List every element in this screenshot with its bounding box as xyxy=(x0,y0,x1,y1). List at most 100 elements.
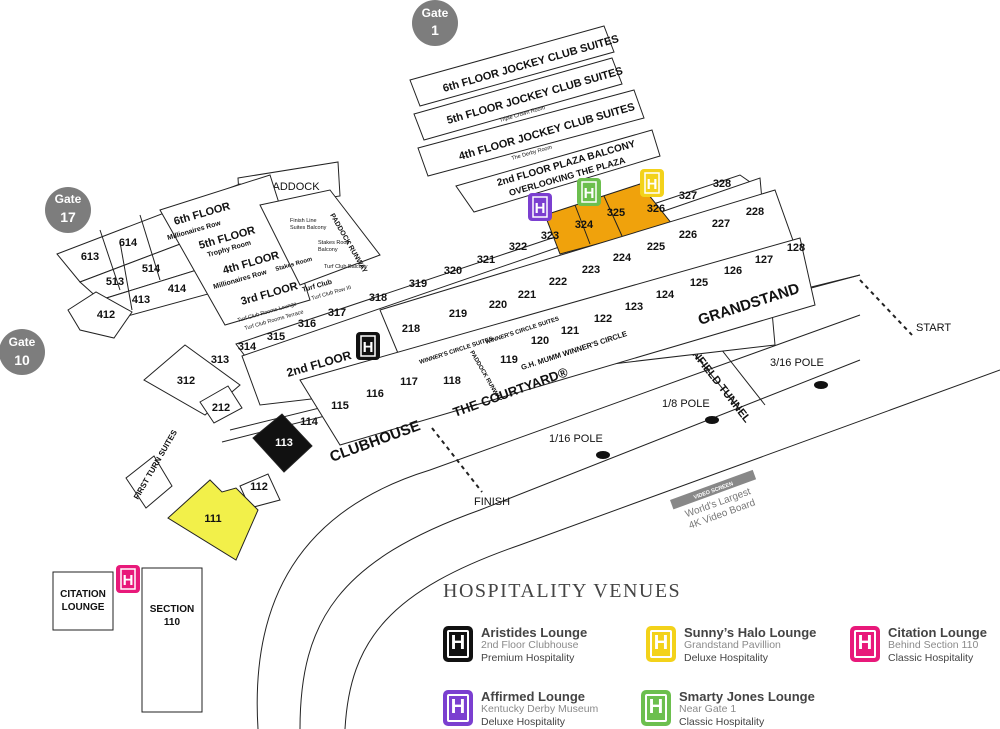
jockey-6th-band xyxy=(409,25,615,107)
section-220: 220 xyxy=(489,299,507,311)
section-328: 328 xyxy=(713,178,731,190)
section-113: 113 xyxy=(275,437,293,449)
section-121: 121 xyxy=(561,325,579,337)
section-513: 513 xyxy=(106,276,124,288)
section-125: 125 xyxy=(690,277,708,289)
section-111-highlight xyxy=(167,479,259,561)
track-infield-edge xyxy=(344,369,1000,729)
jockey-5th-band xyxy=(413,57,623,141)
section-112: 112 xyxy=(250,481,268,493)
finish-line xyxy=(431,427,483,493)
section-323: 323 xyxy=(541,230,559,242)
section-124: 124 xyxy=(656,289,675,301)
section-412: 412 xyxy=(97,309,115,321)
section-614: 614 xyxy=(119,237,138,249)
gate-1: Gate 1 xyxy=(412,0,458,46)
track-outer-rail xyxy=(256,314,861,729)
citation-label-1: CITATION xyxy=(60,589,106,600)
section-514: 514 xyxy=(142,263,161,275)
section-218: 218 xyxy=(402,323,420,335)
svg-text:H: H xyxy=(123,572,134,589)
section-315: 315 xyxy=(267,331,285,343)
section-327: 327 xyxy=(679,190,697,202)
section-127: 127 xyxy=(755,254,773,266)
gate-17: Gate 17 xyxy=(45,187,91,233)
svg-text:Gate: Gate xyxy=(55,192,82,206)
map-marker-aristides[interactable]: H xyxy=(356,332,380,360)
svg-text:17: 17 xyxy=(60,209,76,225)
section-227: 227 xyxy=(712,218,730,230)
section-325: 325 xyxy=(607,207,625,219)
section-219: 219 xyxy=(449,308,467,320)
section-115: 115 xyxy=(331,400,349,412)
start-label: START xyxy=(916,322,951,334)
track-inner-rail xyxy=(299,359,861,729)
section-313: 313 xyxy=(211,354,229,366)
suites-balcony-label: Suites Balcony xyxy=(290,225,327,231)
pole-316-marker xyxy=(814,381,828,389)
pole-116-marker xyxy=(596,451,610,459)
section-222: 222 xyxy=(549,276,567,288)
svg-text:1: 1 xyxy=(431,22,439,38)
jockey-4th-band xyxy=(417,89,645,177)
section-114: 114 xyxy=(300,416,319,428)
section-118: 118 xyxy=(443,375,461,387)
stakes-room2-label: Stakes Room xyxy=(318,240,351,246)
svg-text:H: H xyxy=(584,185,595,202)
pole-116-label: 1/16 POLE xyxy=(549,433,603,445)
section-110-label-1: SECTION xyxy=(150,604,194,615)
plaza-balcony-band xyxy=(455,129,661,213)
turf-club-balcony-label: Turf Club Balcony xyxy=(324,264,368,270)
map-marker-sunnys-halo[interactable]: H xyxy=(640,169,664,197)
section-318: 318 xyxy=(369,292,387,304)
video-board: VIDEO SCREEN World's Largest 4K Video Bo… xyxy=(670,469,757,532)
finish-line-label: Finish Line xyxy=(290,218,317,224)
section-128: 128 xyxy=(787,242,805,254)
gate-10: Gate 10 xyxy=(0,329,45,375)
start-line xyxy=(859,279,913,336)
section-221: 221 xyxy=(518,289,536,301)
svg-text:H: H xyxy=(535,200,546,217)
section-226: 226 xyxy=(679,229,697,241)
section-312: 312 xyxy=(177,375,195,387)
section-113-highlight xyxy=(252,413,313,473)
section-225: 225 xyxy=(647,241,665,253)
balcony-label: Balcony xyxy=(318,247,338,253)
finish-label: FINISH xyxy=(474,496,510,508)
svg-text:H: H xyxy=(647,176,658,193)
section-413: 413 xyxy=(132,294,150,306)
section-117: 117 xyxy=(400,376,418,388)
section-414: 414 xyxy=(168,283,187,295)
section-224: 224 xyxy=(613,252,632,264)
citation-label-2: LOUNGE xyxy=(62,602,105,613)
svg-text:H: H xyxy=(363,339,374,356)
section-320: 320 xyxy=(444,265,462,277)
section-319: 319 xyxy=(409,278,427,290)
svg-text:Gate: Gate xyxy=(9,335,36,349)
section-321: 321 xyxy=(477,254,495,266)
section-316: 316 xyxy=(298,318,316,330)
infield-tunnel-label: INFIELD TUNNEL xyxy=(688,346,753,425)
pole-316-label: 3/16 POLE xyxy=(770,357,824,369)
section-120: 120 xyxy=(531,335,549,347)
svg-text:Gate: Gate xyxy=(422,6,449,20)
section-126: 126 xyxy=(724,265,742,277)
section-322: 322 xyxy=(509,241,527,253)
section-324: 324 xyxy=(575,219,594,231)
section-314: 314 xyxy=(238,341,257,353)
section-123: 123 xyxy=(625,301,643,313)
section-110-box xyxy=(141,567,203,713)
map-marker-citation[interactable]: H xyxy=(116,565,140,593)
map-marker-affirmed[interactable]: H xyxy=(528,193,552,221)
pole-18-label: 1/8 POLE xyxy=(662,398,710,410)
map-marker-smarty-jones[interactable]: H xyxy=(577,178,601,206)
svg-text:10: 10 xyxy=(14,352,30,368)
section-119: 119 xyxy=(500,354,518,366)
section-228: 228 xyxy=(746,206,764,218)
section-122: 122 xyxy=(594,313,612,325)
section-613: 613 xyxy=(81,251,99,263)
section-223: 223 xyxy=(582,264,600,276)
section-116: 116 xyxy=(366,388,384,400)
section-110-label-2: 110 xyxy=(164,617,181,628)
